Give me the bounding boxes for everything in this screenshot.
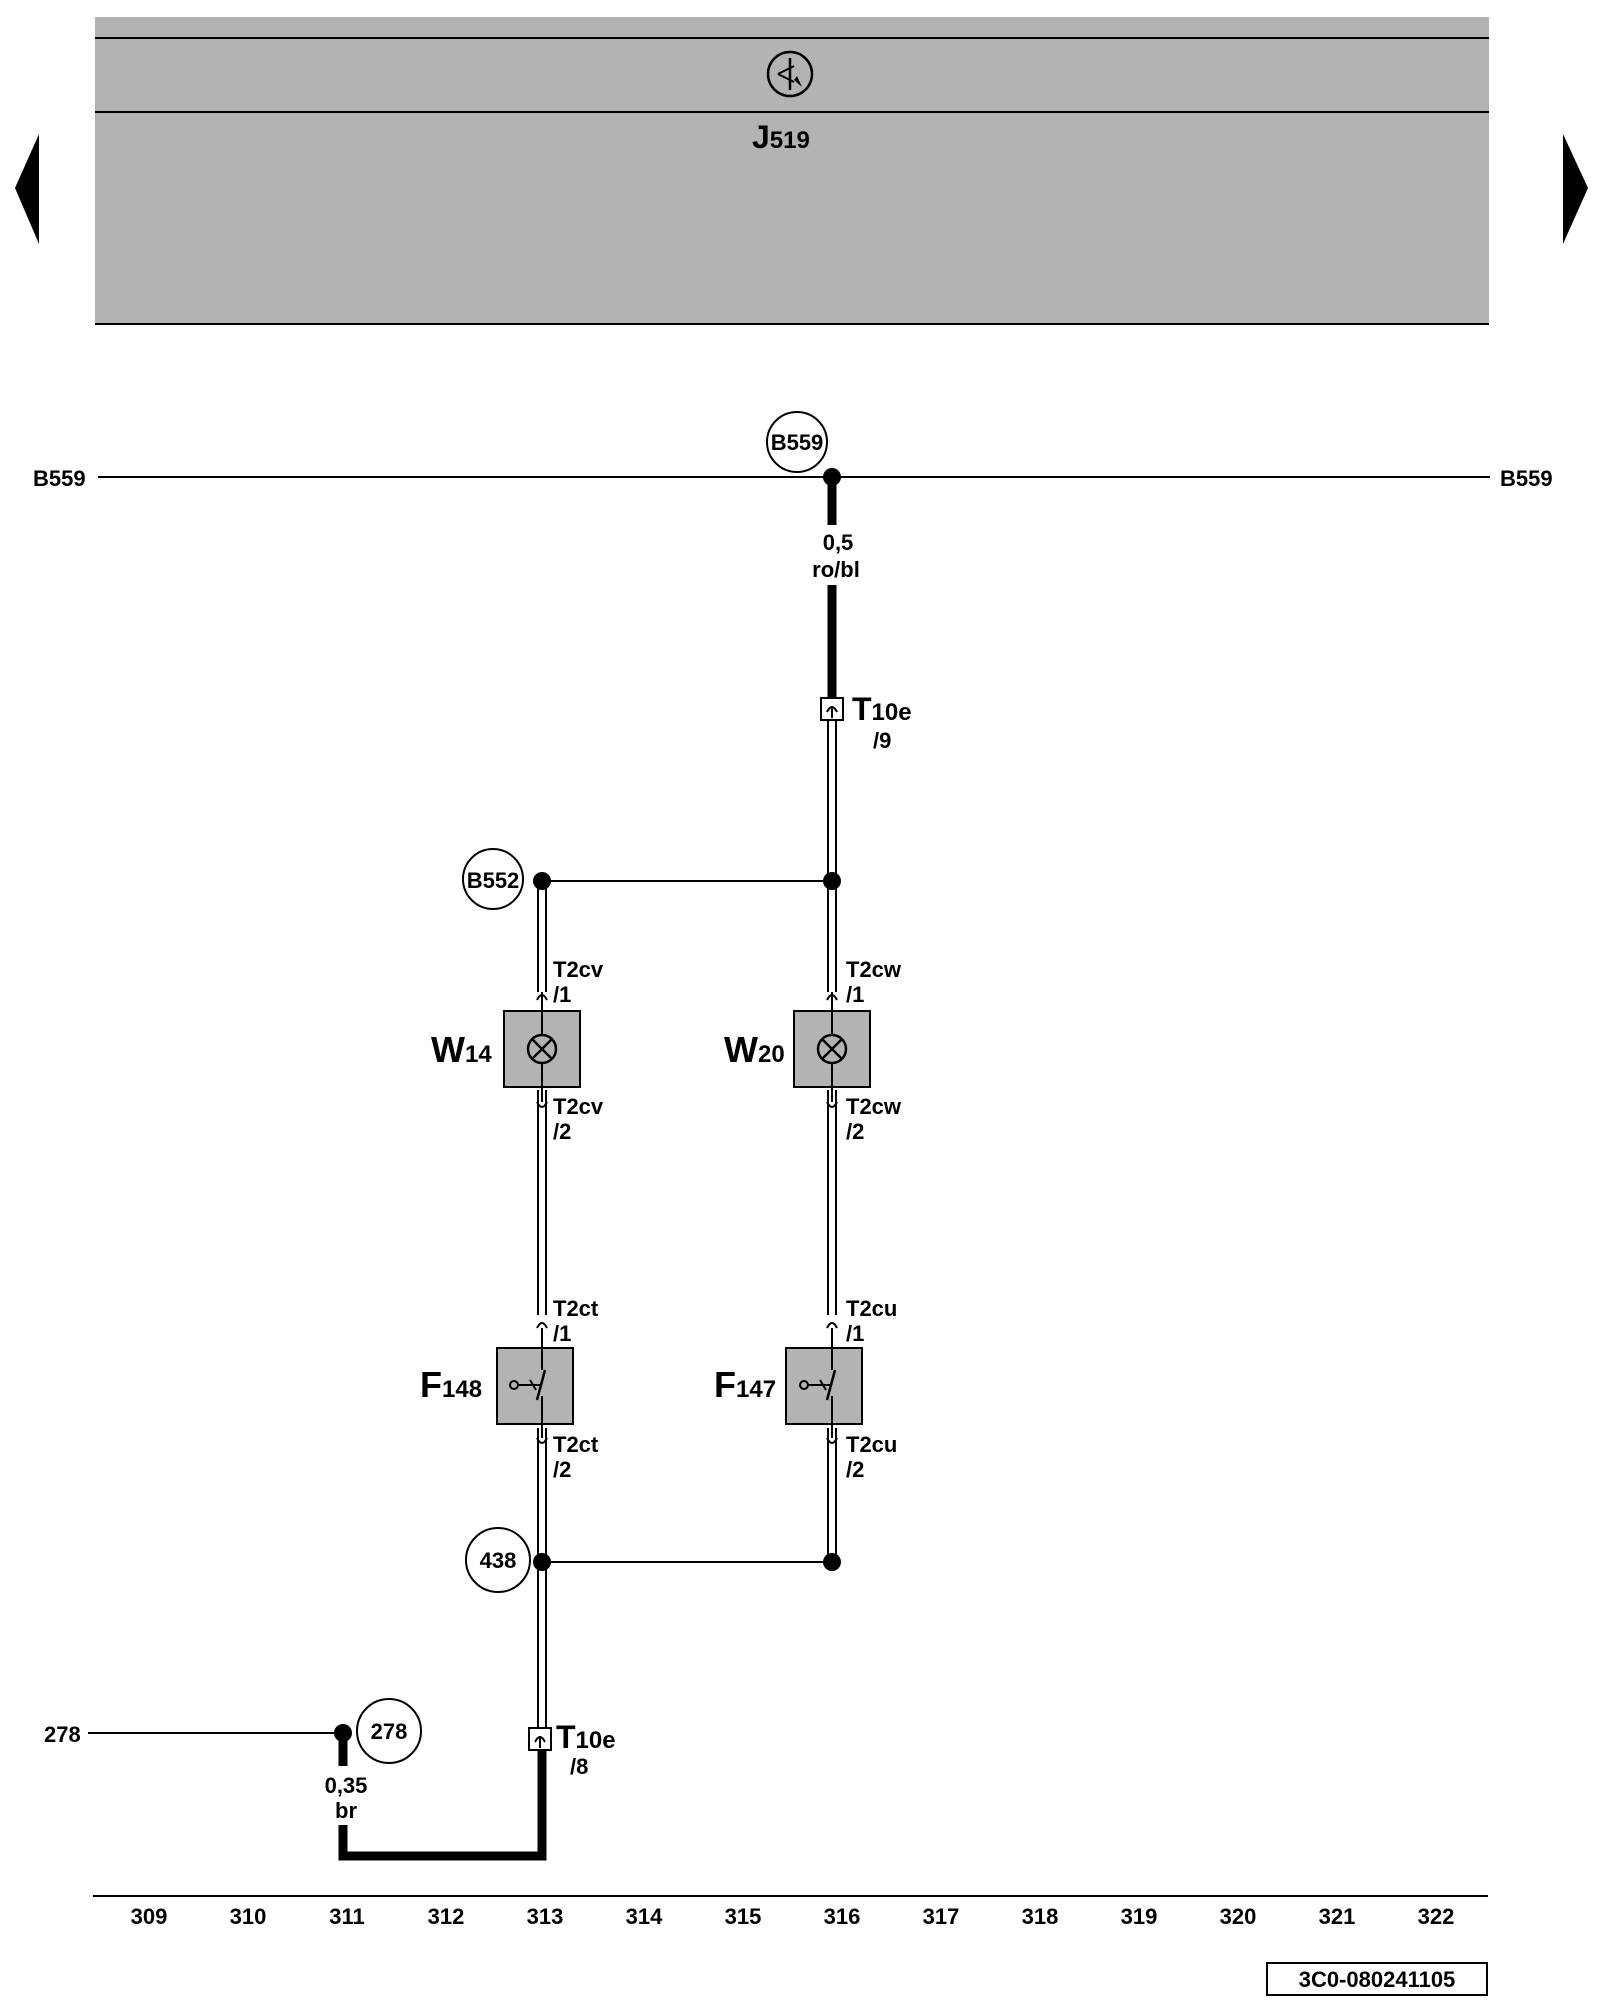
- door-contact-switch-icon: [509, 1369, 547, 1401]
- component-f148[interactable]: [496, 1328, 574, 1438]
- node-438-label: 438: [480, 1548, 517, 1573]
- component-f147[interactable]: [785, 1328, 863, 1438]
- control-unit-number: 519: [770, 127, 810, 154]
- scale-label: 320: [1220, 1904, 1257, 1929]
- scale-label: 317: [923, 1904, 960, 1929]
- connector-t2cv-1-pin: /1: [553, 982, 571, 1007]
- connector-t2cv-2-label: T2cv: [553, 1094, 604, 1119]
- scale-labels: 309 310 311 312 313 314 315 316 317 318 319 320 321 3…: [131, 1904, 1455, 1929]
- node-b559-label: B559: [771, 430, 824, 455]
- component-w20-label: W20: [724, 1029, 785, 1070]
- wire-ro-bl-size: 0,5: [823, 530, 854, 555]
- component-w14-label: W14: [431, 1029, 492, 1070]
- connector-t2cu-2-pin: /2: [846, 1457, 864, 1482]
- component-w14[interactable]: [503, 992, 581, 1102]
- document-id-label: 3C0-080241105: [1299, 1967, 1456, 1992]
- scale-label: 312: [428, 1904, 465, 1929]
- pin-marks: [536, 994, 838, 1444]
- node-278-label: 278: [371, 1719, 408, 1744]
- junction-right-top: [823, 872, 841, 890]
- connector-t10e-9[interactable]: [820, 697, 844, 721]
- component-f148-label: F148: [420, 1364, 482, 1405]
- connector-t2ct-2-label: T2ct: [553, 1432, 599, 1457]
- junction-right-bottom: [823, 1553, 841, 1571]
- node-b552[interactable]: B552: [462, 848, 524, 910]
- wire-right-branch: [827, 720, 837, 1562]
- control-unit-j519[interactable]: J519: [95, 17, 1489, 325]
- connector-t2cu-1-pin: /1: [846, 1321, 864, 1346]
- connector-t10e-8-pin: /8: [570, 1754, 588, 1779]
- scale-label: 318: [1022, 1904, 1059, 1929]
- control-unit-label: J519: [752, 119, 810, 155]
- bus-label-right: B559: [1500, 466, 1553, 491]
- wire-br-size: 0,35: [325, 1773, 368, 1798]
- scale-label: 309: [131, 1904, 168, 1929]
- wire-br-color: br: [335, 1798, 357, 1823]
- document-id: 3C0-080241105: [1266, 1962, 1488, 1996]
- scale-label: 316: [824, 1904, 861, 1929]
- scale-label: 321: [1319, 1904, 1356, 1929]
- scale-label: 313: [527, 1904, 564, 1929]
- node-b559[interactable]: B559: [766, 411, 828, 473]
- ref-278-label: 278: [44, 1722, 81, 1747]
- scale-label: 319: [1121, 1904, 1158, 1929]
- junction-b552: [533, 872, 551, 890]
- connector-t2cw-2-label: T2cw: [846, 1094, 902, 1119]
- scale-label: 315: [725, 1904, 762, 1929]
- connector-t10e-8[interactable]: [528, 1727, 552, 1751]
- scale-label: 311: [329, 1904, 365, 1929]
- connector-t10e-8-label: T10e: [556, 1719, 616, 1755]
- connector-t2cw-1-label: T2cw: [846, 957, 902, 982]
- junction-278: [334, 1724, 352, 1742]
- wire-left-branch: [537, 881, 547, 1728]
- connector-t2cv-2-pin: /2: [553, 1119, 571, 1144]
- component-w20[interactable]: [793, 992, 871, 1102]
- connector-labels: T2cv /1 T2cv /2 T2cw /1 T2cw /2 T2ct /1 …: [553, 957, 902, 1482]
- connector-t10e-9-pin: /9: [873, 728, 891, 753]
- connector-t10e-9-label: T10e: [852, 691, 912, 727]
- connector-t2ct-2-pin: /2: [553, 1457, 571, 1482]
- node-b552-label: B552: [467, 868, 520, 893]
- ground-symbol-icon: [766, 50, 814, 98]
- connector-t2ct-1-label: T2ct: [553, 1296, 599, 1321]
- control-unit-letter: J: [752, 119, 770, 155]
- next-page-arrow[interactable]: [1563, 134, 1588, 244]
- prev-page-arrow[interactable]: [15, 134, 39, 244]
- scale-label: 310: [230, 1904, 267, 1929]
- node-278[interactable]: 278: [356, 1698, 422, 1764]
- scale-label: 322: [1418, 1904, 1455, 1929]
- junction-438: [533, 1553, 551, 1571]
- connector-t2cw-2-pin: /2: [846, 1119, 864, 1144]
- wire-ro-bl-color: ro/bl: [812, 557, 860, 582]
- connector-t2cv-1-label: T2cv: [553, 957, 604, 982]
- node-438[interactable]: 438: [465, 1527, 531, 1593]
- connector-t2cu-2-label: T2cu: [846, 1432, 897, 1457]
- connector-t2ct-1-pin: /1: [553, 1321, 571, 1346]
- component-f147-label: F147: [714, 1364, 776, 1405]
- scale-label: 314: [626, 1904, 663, 1929]
- connector-t2cu-1-label: T2cu: [846, 1296, 897, 1321]
- door-contact-switch-icon: [799, 1369, 837, 1401]
- wire-br[interactable]: [338, 1750, 547, 1861]
- lamp-icon: [526, 1033, 558, 1065]
- lamp-icon: [816, 1033, 848, 1065]
- connector-t2cw-1-pin: /1: [846, 982, 864, 1007]
- bus-label-left: B559: [33, 466, 86, 491]
